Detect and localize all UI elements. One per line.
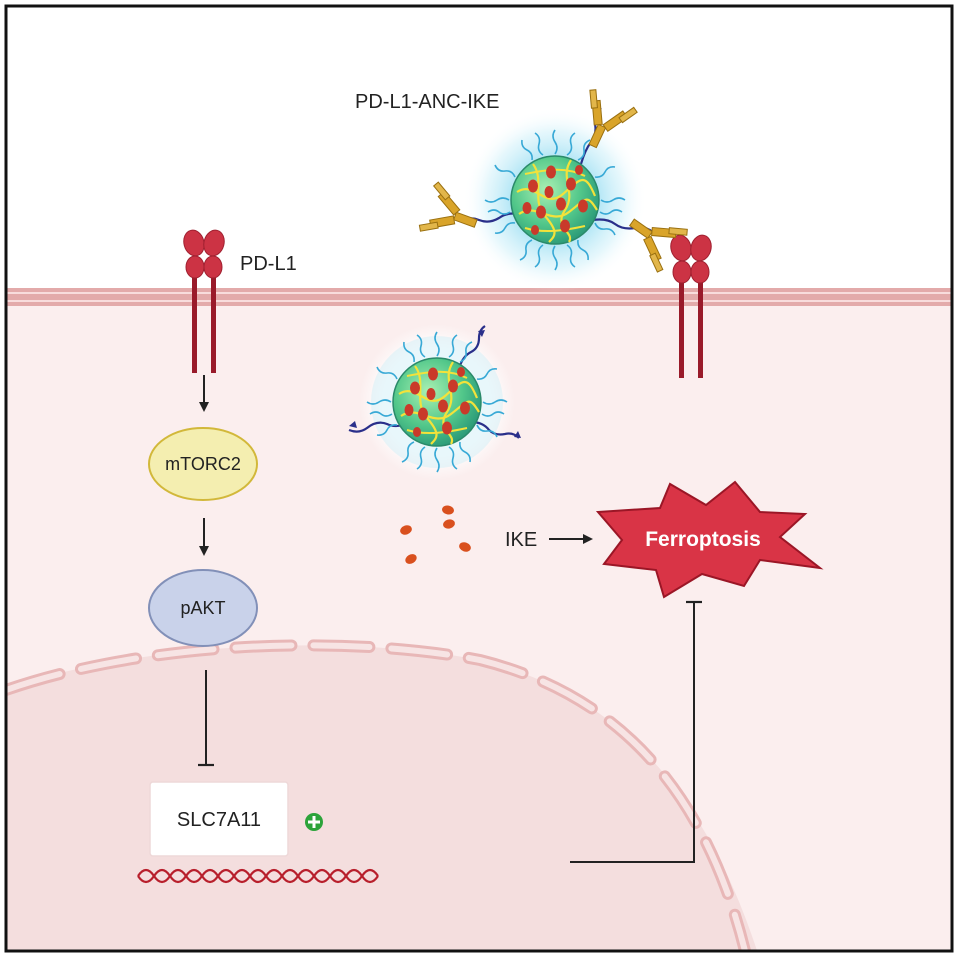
- pakt-node: [148, 569, 258, 647]
- ferroptosis-starburst-icon: [595, 480, 824, 599]
- nanoparticle-title: PD-L1-ANC-IKE: [355, 91, 499, 113]
- mtorc2-node: [148, 427, 258, 501]
- pakt-label: pAKT: [180, 598, 225, 618]
- slc7a11-gene-box: [149, 781, 289, 857]
- ike-label: IKE: [505, 529, 537, 551]
- slc7a11-label: SLC7A11: [177, 809, 261, 831]
- cell-membrane: [6, 288, 952, 306]
- ike-molecules-icon: [400, 505, 471, 564]
- inhibition-slc7a11-to-ferroptosis: [570, 603, 695, 863]
- pd-l1-label: PD-L1: [240, 253, 297, 275]
- ferroptosis-label: Ferroptosis: [645, 528, 761, 551]
- plus-icon: [305, 813, 323, 831]
- nucleus: [6, 645, 758, 951]
- dna-icon: [137, 868, 379, 884]
- figure-frame: [4, 4, 954, 953]
- mtorc2-label: mTORC2: [165, 454, 241, 474]
- nanoparticle-intracellular-icon: [348, 324, 521, 480]
